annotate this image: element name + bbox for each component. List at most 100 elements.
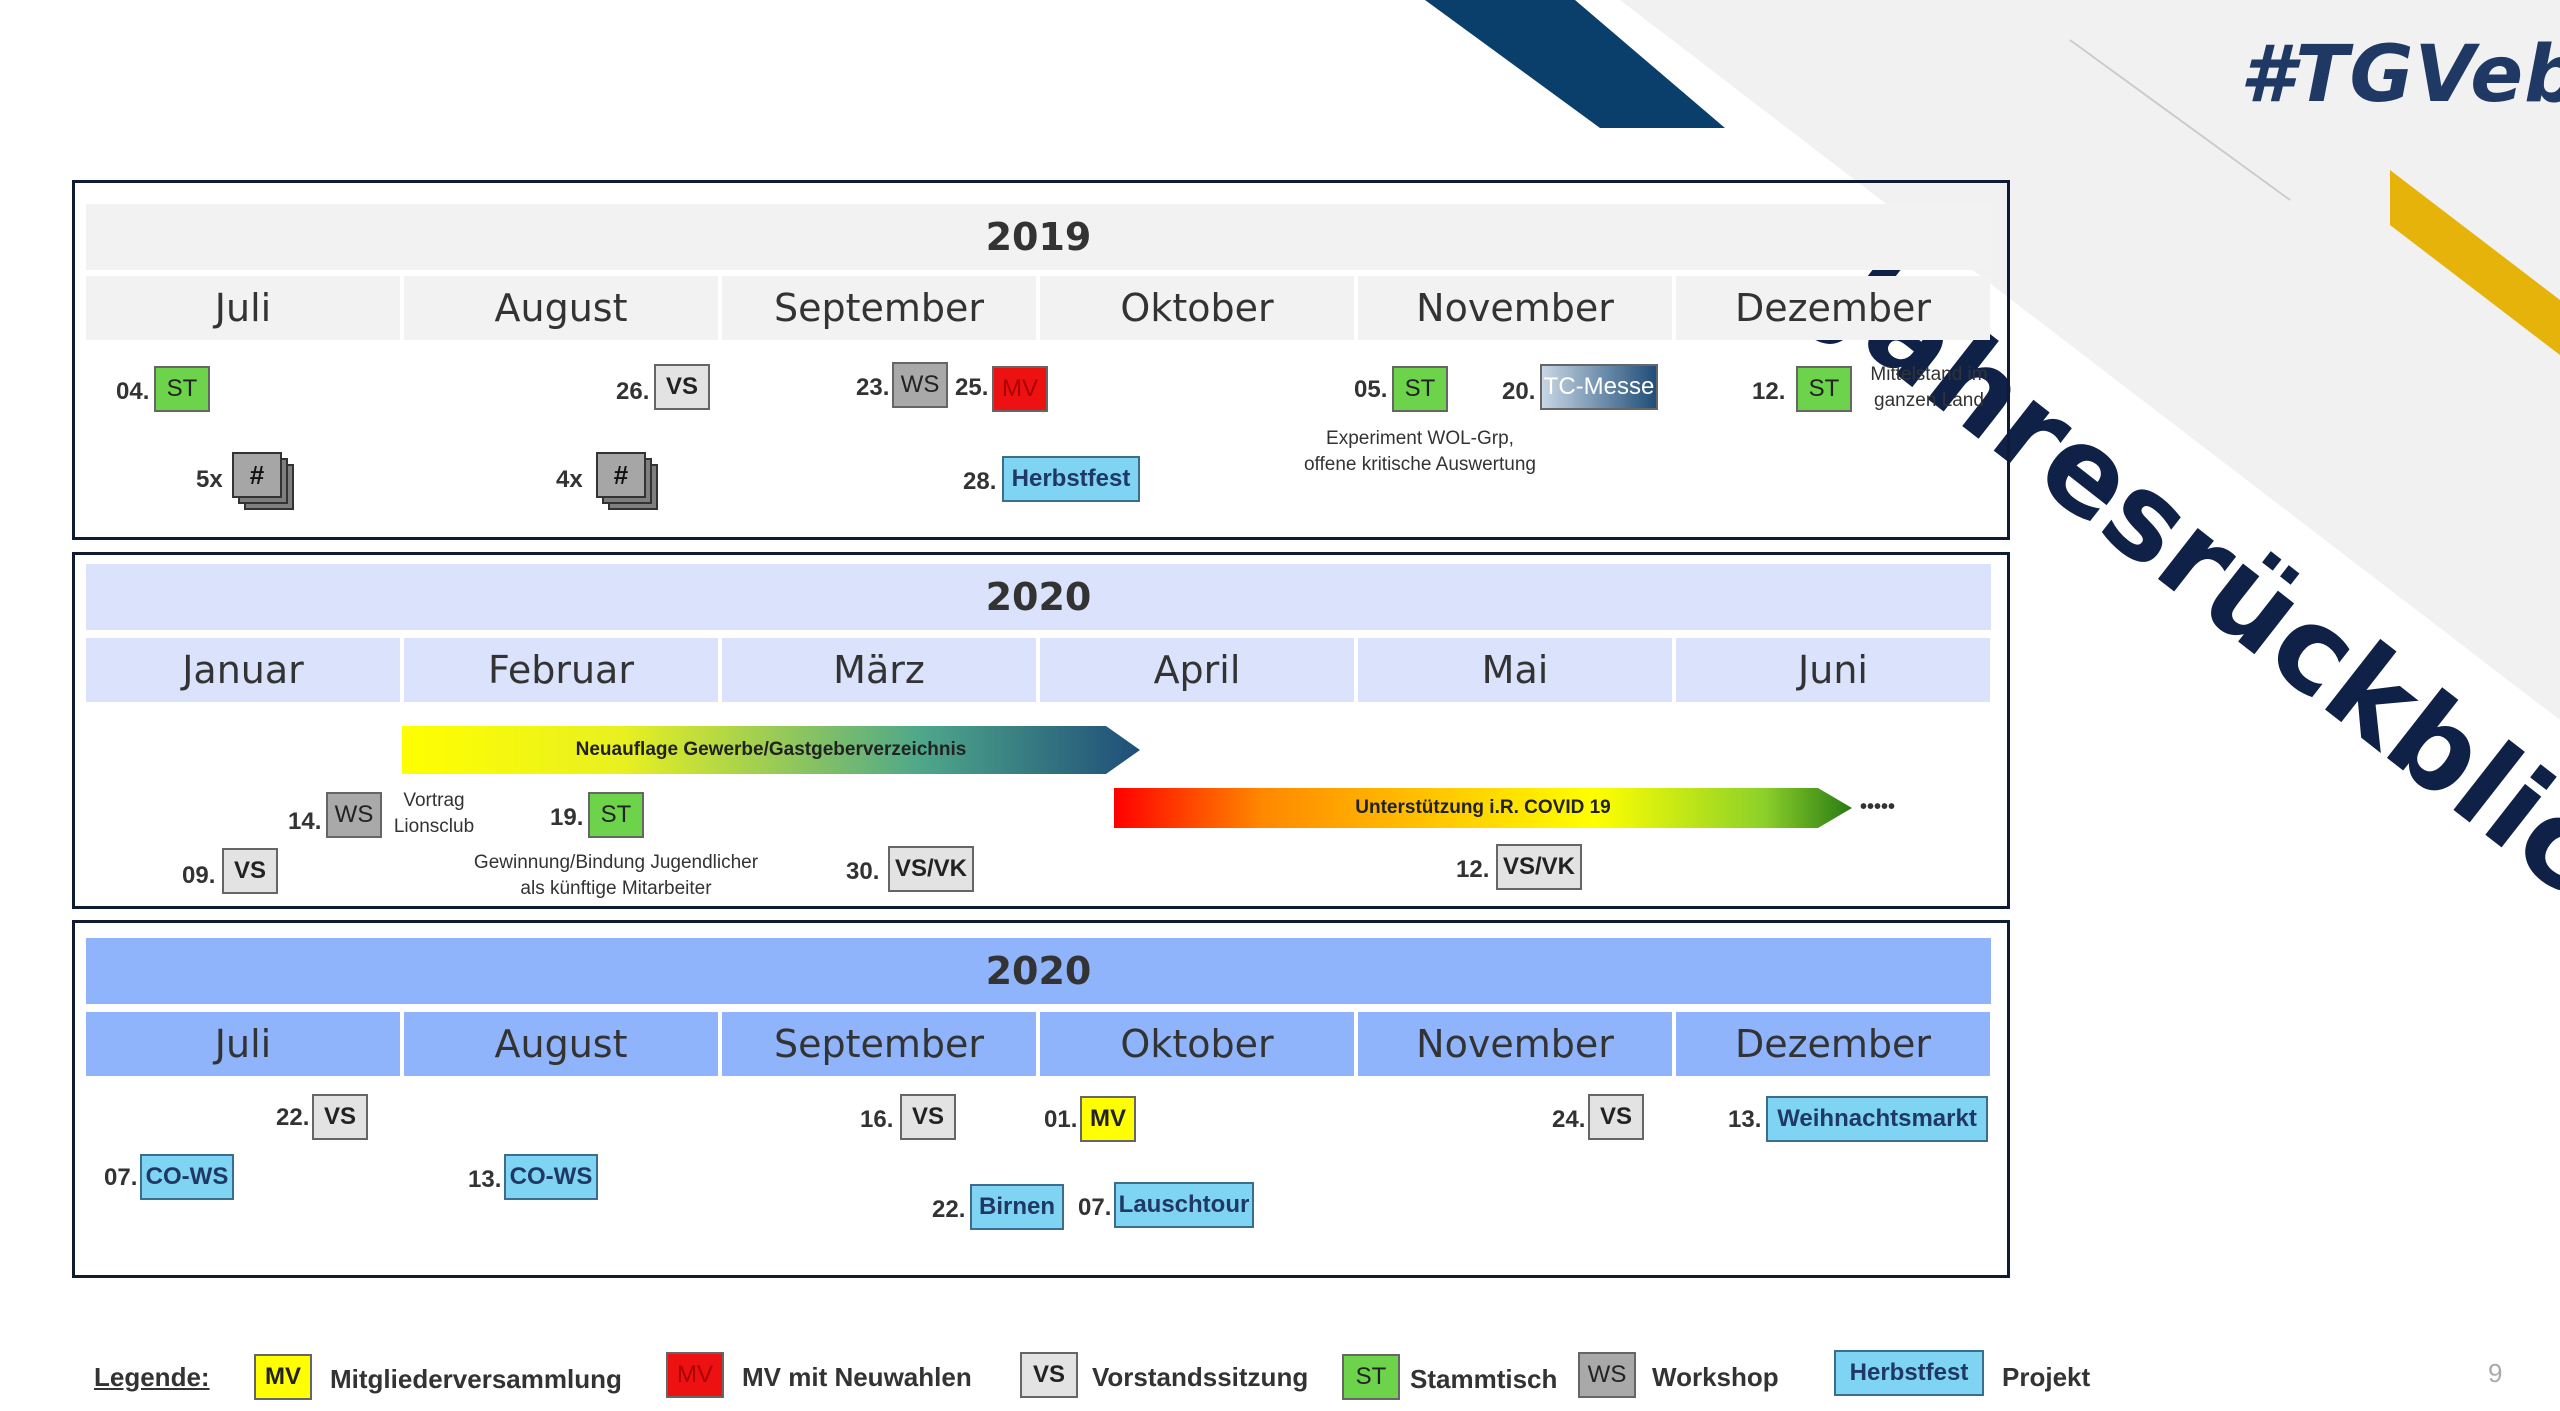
brand-hashtag: #TGVeb — [2240, 30, 2560, 120]
note-line: als künftige Mitarbeiter — [520, 878, 712, 899]
month-nov-2019: November — [1358, 276, 1672, 340]
mv-neuwahlen-badge: MV — [992, 366, 1048, 412]
event-note: Mittelstand im ganzen Land — [1856, 362, 2002, 414]
event-date: 23. — [856, 374, 890, 401]
arrow-neuauflage: Neuauflage Gewerbe/Gastgeberverzeichnis — [402, 726, 1140, 774]
event-date: 16. — [860, 1106, 894, 1133]
weihnachtsmarkt-badge: Weihnachtsmarkt — [1766, 1096, 1988, 1142]
vorstandssitzung-badge: VS — [222, 848, 278, 894]
month-dez-2020: Dezember — [1676, 1012, 1990, 1076]
legend-mv-neuwahlen-text: MV mit Neuwahlen — [742, 1362, 972, 1392]
note-line: Experiment WOL-Grp, — [1326, 428, 1514, 449]
vorstandssitzung-badge: VS — [312, 1094, 368, 1140]
arrow-covid: Unterstützung i.R. COVID 19 — [1114, 788, 1852, 828]
month-aug-2020: August — [404, 1012, 718, 1076]
stammtisch-badge: ST — [154, 366, 210, 412]
vs-vk-badge: VS/VK — [1496, 844, 1582, 890]
lauschtour-badge: Lauschtour — [1114, 1182, 1254, 1228]
event-note: Vortrag Lionsclub — [386, 788, 482, 840]
legend-project-box: Herbstfest — [1834, 1350, 1984, 1396]
mitgliederversammlung-badge: MV — [1080, 1096, 1136, 1142]
month-mar-2020: März — [722, 638, 1036, 702]
hash-badge: # — [596, 452, 646, 498]
legend-title: Legende: — [94, 1362, 210, 1392]
stammtisch-badge: ST — [1392, 366, 1448, 412]
legend-vs-text: Vorstandssitzung — [1092, 1362, 1309, 1392]
event-date: 30. — [846, 858, 880, 885]
section-2020-h2 — [72, 920, 2010, 1278]
stacked-hash-badges: # — [596, 452, 658, 510]
event-date: 26. — [616, 378, 650, 405]
event-date: 24. — [1552, 1106, 1586, 1133]
event-date: 22. — [932, 1196, 966, 1223]
month-sep-2019: September — [722, 276, 1036, 340]
workshop-badge: WS — [326, 792, 382, 838]
stacked-hash-badges: # — [232, 452, 294, 510]
event-date: 19. — [550, 804, 584, 831]
event-count: 4x — [556, 466, 583, 493]
event-date: 22. — [276, 1104, 310, 1131]
birnen-badge: Birnen — [970, 1184, 1064, 1230]
month-feb-2020: Februar — [404, 638, 718, 702]
legend-project-text: Projekt — [2002, 1362, 2091, 1392]
vorstandssitzung-badge: VS — [654, 364, 710, 410]
legend-ws-box: WS — [1578, 1352, 1636, 1398]
note-line: Mittelstand im — [1870, 364, 1988, 385]
event-date: 13. — [1728, 1106, 1762, 1133]
section-2019 — [72, 180, 2010, 540]
year-label-2020-h1: 2020 — [86, 564, 1991, 630]
vorstandssitzung-badge: VS — [1588, 1094, 1644, 1140]
month-okt-2019: Oktober — [1040, 276, 1354, 340]
legend-st-box: ST — [1342, 1354, 1400, 1400]
legend-mv-box: MV — [254, 1354, 312, 1400]
note-line: Lionsclub — [393, 816, 475, 837]
workshop-badge: WS — [892, 362, 948, 408]
month-apr-2020: April — [1040, 638, 1354, 702]
note-line: Vortrag — [403, 790, 465, 811]
event-note: Experiment WOL-Grp, offene kritische Aus… — [1290, 426, 1550, 478]
month-sep-2020: September — [722, 1012, 1036, 1076]
legend-mv-text: Mitgliederversammlung — [330, 1364, 622, 1394]
legend-mv-neuwahlen-box: MV — [666, 1352, 724, 1398]
month-aug-2019: August — [404, 276, 718, 340]
event-date: 05. — [1354, 376, 1388, 403]
event-note: Gewinnung/Bindung Jugendlicher als künft… — [456, 850, 776, 902]
event-date: 07. — [1078, 1194, 1112, 1221]
month-jul-2020: Juli — [86, 1012, 400, 1076]
month-mai-2020: Mai — [1358, 638, 1672, 702]
section-2020-h1 — [72, 552, 2010, 909]
tc-messe-badge: TC-Messe — [1540, 364, 1658, 410]
page-number: 9 — [2488, 1358, 2503, 1388]
hash-badge: # — [232, 452, 282, 498]
month-jul-2019: Juli — [86, 276, 400, 340]
month-dez-2019: Dezember — [1676, 276, 1990, 340]
event-date: 07. — [104, 1164, 138, 1191]
stammtisch-badge: ST — [588, 792, 644, 838]
herbstfest-badge: Herbstfest — [1002, 456, 1140, 502]
month-okt-2020: Oktober — [1040, 1012, 1354, 1076]
event-date: 14. — [288, 808, 322, 835]
co-ws-badge: CO-WS — [504, 1154, 598, 1200]
event-date: 12. — [1456, 856, 1490, 883]
event-date: 13. — [468, 1166, 502, 1193]
event-date: 28. — [963, 468, 997, 495]
note-line: Gewinnung/Bindung Jugendlicher — [473, 852, 759, 873]
vs-vk-badge: VS/VK — [888, 846, 974, 892]
month-nov-2020: November — [1358, 1012, 1672, 1076]
event-date: 12. — [1752, 378, 1786, 405]
event-date: 09. — [182, 862, 216, 889]
stammtisch-badge: ST — [1796, 366, 1852, 412]
legend-vs-box: VS — [1020, 1352, 1078, 1398]
vorstandssitzung-badge: VS — [900, 1094, 956, 1140]
co-ws-badge: CO-WS — [140, 1154, 234, 1200]
month-jan-2020: Januar — [86, 638, 400, 702]
legend-st-text: Stammtisch — [1410, 1364, 1558, 1394]
year-label-2020-h2: 2020 — [86, 938, 1991, 1004]
event-date: 25. — [955, 374, 989, 401]
continuation-dots: ••••• — [1860, 796, 1896, 818]
event-date: 04. — [116, 378, 150, 405]
year-label-2019: 2019 — [86, 204, 1991, 270]
legend-ws-text: Workshop — [1652, 1362, 1779, 1392]
month-jun-2020: Juni — [1676, 638, 1990, 702]
event-date: 01. — [1044, 1106, 1078, 1133]
